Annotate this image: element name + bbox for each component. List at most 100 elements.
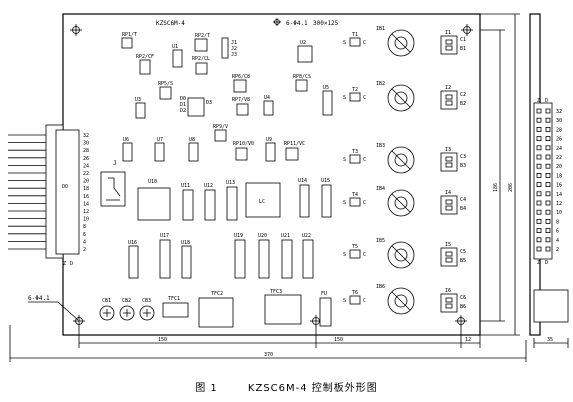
channel-i-block (440, 35, 458, 55)
side-pin-pad (536, 108, 542, 114)
channel-c-pin: C1 (460, 37, 466, 43)
channel-ib-label: IB1 (376, 26, 385, 32)
mount-hole (455, 315, 467, 327)
mount-hole (273, 18, 281, 26)
u21-label: U21 (281, 233, 290, 239)
rp11-label: RP11/VC (284, 141, 305, 147)
tfc3-label: TFC3 (270, 289, 282, 295)
channel-t-part (349, 92, 361, 102)
rp5-label: RP5/S (158, 81, 173, 87)
u11-label: U11 (181, 183, 190, 189)
side-bottom-label: Z (537, 260, 540, 266)
connector-pin: 32 (83, 133, 89, 139)
mount-hole (461, 24, 473, 36)
channel-s-label: S (343, 200, 346, 206)
side-pin-number: 12 (556, 201, 562, 207)
u16-label: U16 (128, 240, 137, 246)
side-bottom-label: D (545, 260, 548, 266)
channel-s-label: S (343, 95, 346, 101)
side-pin-pad (545, 191, 551, 197)
side-pin-number: 14 (556, 192, 562, 198)
channel-i-block (440, 247, 458, 267)
side-width-label: 35 (547, 337, 553, 343)
channel-i-block (440, 195, 458, 215)
side-pin-number: 30 (556, 118, 562, 124)
rp9-label: RP9/V (213, 124, 228, 130)
channel-t-part (349, 37, 361, 47)
diode-label: D1 (180, 102, 186, 108)
channel-t-part (349, 154, 361, 164)
connector-pin: 14 (83, 201, 89, 207)
cb2-label: CB2 (122, 298, 131, 304)
figure-caption: 图 1 KZSC6M-4 控制板外形图 (0, 379, 573, 397)
connector-pin: 26 (83, 156, 89, 162)
channel-b-pin: B2 (460, 101, 466, 107)
side-pin-pad (545, 218, 551, 224)
cb3-label: CB3 (142, 298, 151, 304)
side-pin-pad (536, 246, 542, 252)
side-pin-number: 26 (556, 137, 562, 143)
side-pin-pad (545, 172, 551, 178)
side-pin-pad (545, 108, 551, 114)
u1-label: U1 (172, 44, 178, 50)
connector-pin: 28 (83, 148, 89, 154)
channel-t-part (349, 249, 361, 259)
channel-t-label: T4 (352, 192, 358, 198)
diode-label: D2 (180, 108, 186, 114)
rp4-label: RP2/CL (192, 56, 210, 62)
channel-i-label: I3 (445, 147, 451, 153)
rp6-label: RP6/C8 (232, 74, 250, 80)
side-pin-pad (545, 237, 551, 243)
connector-pin: 18 (83, 186, 89, 192)
side-pin-pad (545, 117, 551, 123)
side-pin-number: 20 (556, 164, 562, 170)
channel-t-label: T1 (352, 32, 358, 38)
channel-t-label: T2 (352, 87, 358, 93)
side-pin-pad (536, 218, 542, 224)
connector-pin: 4 (83, 239, 86, 245)
side-pin-pad (545, 209, 551, 215)
side-top-label: D (545, 98, 548, 104)
connector-pin: 30 (83, 141, 89, 147)
dim-left-span: 150 (158, 337, 167, 343)
rp3-label: RP2/CF (136, 54, 154, 60)
channel-ib-ring (387, 146, 415, 174)
side-pin-number: 2 (556, 247, 559, 253)
rp8-label: RP8/CS (293, 74, 311, 80)
u5-label: U5 (323, 85, 329, 91)
channel-c-pin: C5 (460, 249, 466, 255)
side-pin-pad (536, 237, 542, 243)
channel-ib-core (394, 91, 408, 105)
side-pin-number: 22 (556, 155, 562, 161)
channel-ib-core (394, 248, 408, 262)
u6-label: U6 (123, 137, 129, 143)
channel-b-pin: B4 (460, 206, 466, 212)
channel-t-label: T5 (352, 244, 358, 250)
dim-right-span: 150 (334, 337, 343, 343)
channel-c-label: C (363, 200, 366, 206)
channel-t-part (349, 295, 361, 305)
u15-label: U15 (321, 178, 330, 184)
channel-ib-core (394, 294, 408, 308)
connector-pin: 16 (83, 194, 89, 200)
channel-ib-label: IB5 (376, 238, 385, 244)
cb1-label: CB1 (102, 298, 111, 304)
channel-c-label: C (363, 95, 366, 101)
side-pin-pad (545, 228, 551, 234)
side-pin-pad (536, 154, 542, 160)
board-outline (62, 13, 481, 336)
channel-c-pin: C2 (460, 92, 466, 98)
board-title: KZSC6M-4 (156, 20, 185, 27)
side-pin-number: 18 (556, 173, 562, 179)
hole-callout: 6-Φ4.1 (28, 295, 50, 302)
channel-i-label: I4 (445, 190, 451, 196)
dim-height-inner: 186 (493, 183, 499, 192)
channel-s-label: S (343, 252, 346, 258)
channel-t-label: T6 (352, 290, 358, 296)
mount-hole (70, 24, 82, 36)
rp1-label: RP1/T (122, 32, 137, 38)
